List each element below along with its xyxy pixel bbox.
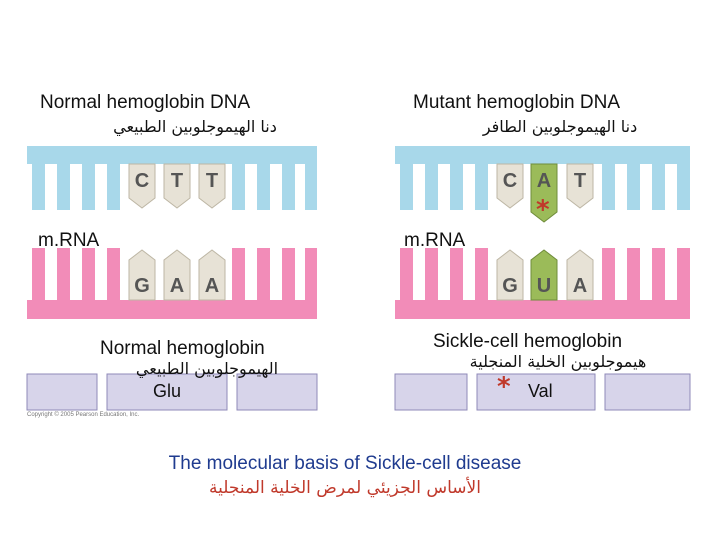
left-mrna-base-2: A <box>169 275 185 297</box>
left-dna-bases <box>128 163 226 209</box>
right-mrna-base-3: A <box>572 275 588 297</box>
right-protein-chain <box>394 373 691 411</box>
right-title-en: Mutant hemoglobin DNA <box>413 92 620 113</box>
right-title-ar: دنا الهيموجلوبين الطافر <box>482 117 638 136</box>
right-dna-base-1: C <box>502 170 518 192</box>
right-mrna-base-2: U <box>536 275 552 297</box>
left-protein-ar: الهيموجلوبين الطبيعي <box>135 359 279 378</box>
caption-en: The molecular basis of Sickle-cell disea… <box>168 453 522 474</box>
left-mrna-strand <box>27 248 317 319</box>
left-dna-base-1: C <box>134 170 150 192</box>
right-mrna-strand <box>395 248 690 319</box>
left-amino-acid: Glu <box>152 381 181 401</box>
copyright-notice: Copyright © 2005 Pearson Education, Inc. <box>27 412 140 418</box>
left-dna-base-3: T <box>205 170 219 192</box>
right-mrna-bases <box>496 249 594 301</box>
left-title-en: Normal hemoglobin DNA <box>40 92 251 113</box>
right-amino-acid: Val <box>528 381 553 401</box>
left-mrna-base-3: A <box>204 275 220 297</box>
right-dna-base-2: A <box>536 170 552 192</box>
left-protein-chain <box>26 373 318 411</box>
left-mrna-bases <box>128 249 226 301</box>
right-mrna-base-1: G <box>502 275 518 297</box>
left-title-ar: دنا الهيموجلوبين الطبيعي <box>113 117 277 136</box>
left-protein-en: Normal hemoglobin <box>100 338 265 359</box>
caption-ar: الأساس الجزيئي لمرض الخلية المنجلية <box>209 478 481 498</box>
left-dna-base-2: T <box>170 170 184 192</box>
left-mrna-base-1: G <box>134 275 150 297</box>
left-mrna-label: m.RNA <box>38 230 100 251</box>
right-dna-mutation-marker: * <box>536 195 550 225</box>
right-dna-base-3: T <box>573 170 587 192</box>
right-protein-ar: هيموجلوبين الخلية المنجلية <box>469 352 647 371</box>
right-dna-bases <box>496 163 594 223</box>
right-protein-en: Sickle-cell hemoglobin <box>433 331 623 352</box>
left-dna-strand <box>27 146 317 210</box>
right-protein-mutation-marker: * <box>497 372 511 402</box>
right-dna-strand <box>395 146 690 210</box>
right-mrna-label: m.RNA <box>404 230 466 251</box>
